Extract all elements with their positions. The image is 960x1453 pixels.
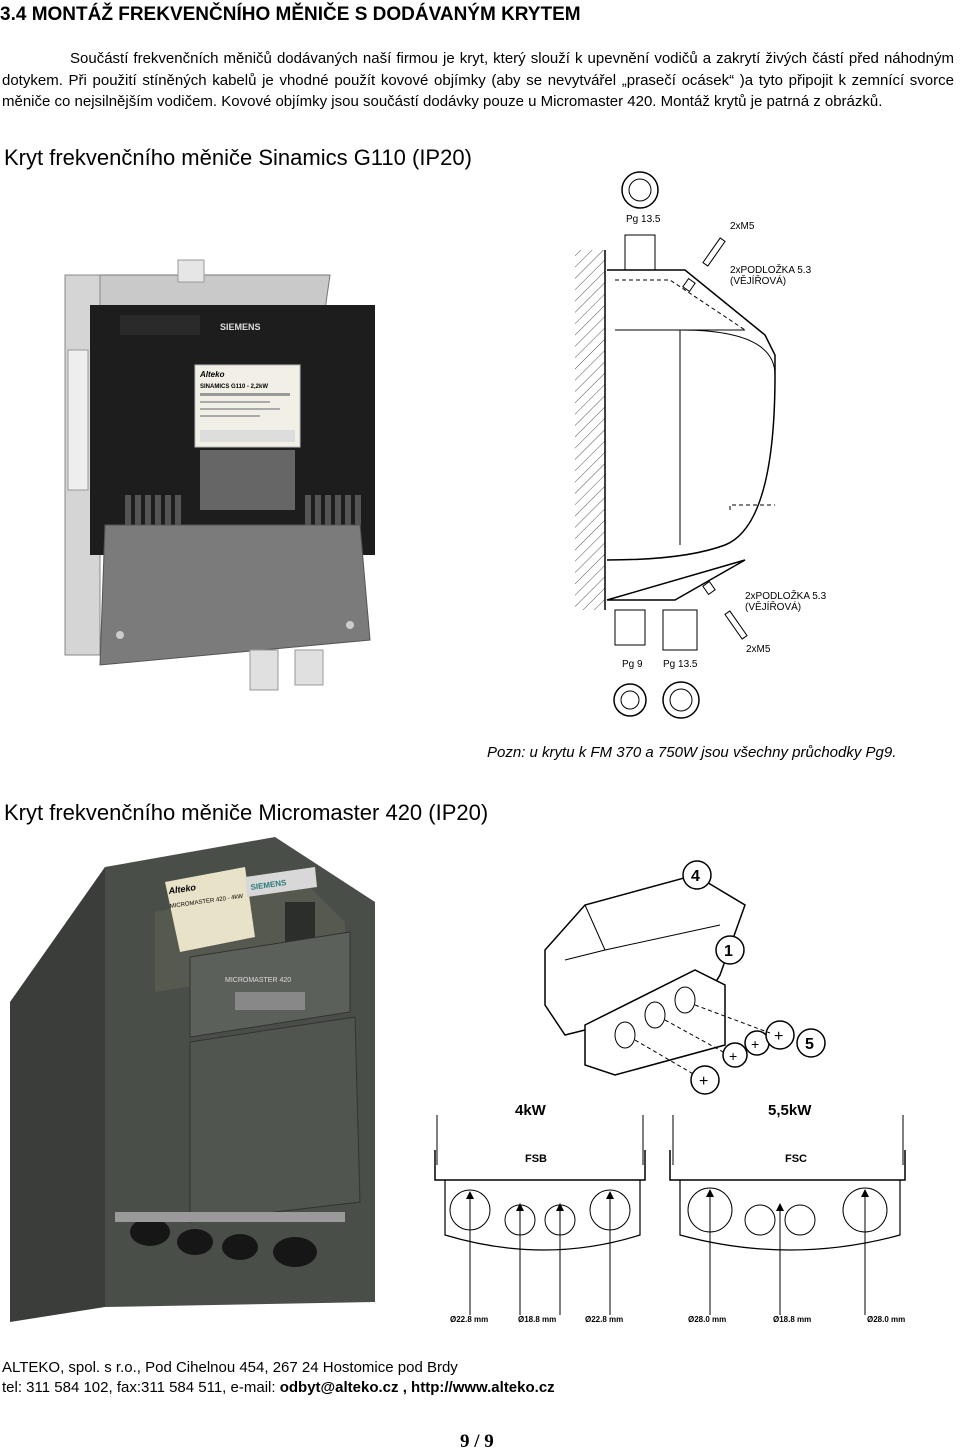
g110-bottom-gland-right-label: Pg 13.5	[663, 659, 698, 670]
g110-label-model: SINAMICS G110 - 2,2kW	[200, 384, 268, 390]
g110-heading: Kryt frekvenčního měniče Sinamics G110 (…	[4, 145, 472, 170]
g110-bottom-screws-label: 2xM5	[746, 644, 771, 655]
page-number: 9 / 9	[460, 1431, 494, 1452]
fsc-frame: FSC	[785, 1153, 807, 1165]
svg-text:+: +	[699, 1073, 708, 1090]
fsc-d1: Ø28.0 mm	[688, 1315, 726, 1324]
fsb-d2: Ø18.8 mm	[518, 1315, 556, 1324]
fsc-d3: Ø28.0 mm	[867, 1315, 905, 1324]
g110-top-gland-label: Pg 13.5	[626, 214, 661, 225]
fsb-power: 4kW	[515, 1102, 547, 1119]
mm420-photo: Alteko MICROMASTER 420 - 4kW SIEMENS MIC…	[10, 837, 375, 1322]
g110-photo-brand: SIEMENS	[220, 322, 261, 332]
fsb-frame: FSB	[525, 1153, 547, 1165]
mm420-label-brand: Alteko	[167, 882, 197, 896]
frame-gland-plates: 4kW FSB Ø22.8 mm Ø18.8 mm Ø22.8 mm 5,5kW…	[434, 1102, 906, 1324]
section-title: 3.4 MONTÁŽ FREKVENČNÍHO MĚNIČE S DODÁVAN…	[0, 4, 581, 25]
g110-bottom-washer-line1: 2xPODLOŽKA 5.3	[745, 591, 827, 602]
g110-note: Pozn: u krytu k FM 370 a 750W jsou všech…	[487, 744, 897, 761]
footer-separator: ,	[398, 1379, 412, 1396]
g110-label-brand: Alteko	[199, 370, 225, 379]
g110-drawing	[575, 171, 776, 719]
footer-email-link[interactable]: odbyt@alteko.cz	[279, 1379, 399, 1396]
footer-address: ALTEKO, spol. s r.o., Pod Cihelnou 454, …	[2, 1359, 458, 1376]
footer-contact: tel: 311 584 102, fax:311 584 511, e-mai…	[2, 1379, 555, 1396]
g110-top-washer-line2: (VĚJÍŘOVÁ)	[730, 276, 787, 287]
g110-bottom-washer-label: 2xPODLOŽKA 5.3 (VĚJÍŘOVÁ)	[745, 591, 826, 613]
g110-bottom-gland-left-label: Pg 9	[622, 659, 643, 670]
fsb-plate: 4kW FSB Ø22.8 mm Ø18.8 mm Ø22.8 mm	[434, 1102, 646, 1324]
fsc-d2: Ø18.8 mm	[773, 1315, 811, 1324]
g110-bottom-washer-line2: (VĚJÍŘOVÁ)	[745, 602, 802, 613]
footer-web-link[interactable]: http://www.alteko.cz	[411, 1379, 555, 1396]
mm420-exploded-view: + + + + 4 1 5	[544, 860, 826, 1095]
callout-4: 4	[691, 868, 700, 885]
callout-1: 1	[724, 943, 733, 960]
g110-photo: SIEMENS Alteko SINAMICS G110 - 2,2kW	[64, 259, 375, 691]
g110-top-washer-label: 2xPODLOŽKA 5.3 (VĚJÍŘOVÁ)	[730, 265, 811, 287]
fsb-d1: Ø22.8 mm	[450, 1315, 488, 1324]
fsc-plate: 5,5kW FSC Ø28.0 mm Ø18.8 mm Ø28.0 mm	[669, 1102, 906, 1324]
fsb-d3: Ø22.8 mm	[585, 1315, 623, 1324]
fsc-power: 5,5kW	[768, 1102, 812, 1119]
mm420-panel-model: MICROMASTER 420	[225, 977, 291, 984]
svg-text:+: +	[729, 1048, 737, 1064]
intro-paragraph: Součástí frekvenčních měničů dodávaných …	[2, 48, 954, 113]
svg-text:+: +	[751, 1036, 759, 1052]
g110-top-washer-line1: 2xPODLOŽKA 5.3	[730, 265, 812, 276]
intro-text: Součástí frekvenčních měničů dodávaných …	[2, 50, 954, 110]
mm420-heading: Kryt frekvenčního měniče Micromaster 420…	[4, 800, 489, 825]
footer-phone: tel: 311 584 102, fax:311 584 511, e-mai…	[2, 1379, 280, 1396]
svg-text:+: +	[774, 1028, 783, 1045]
g110-top-screws-label: 2xM5	[730, 221, 755, 232]
callout-5: 5	[805, 1036, 814, 1053]
